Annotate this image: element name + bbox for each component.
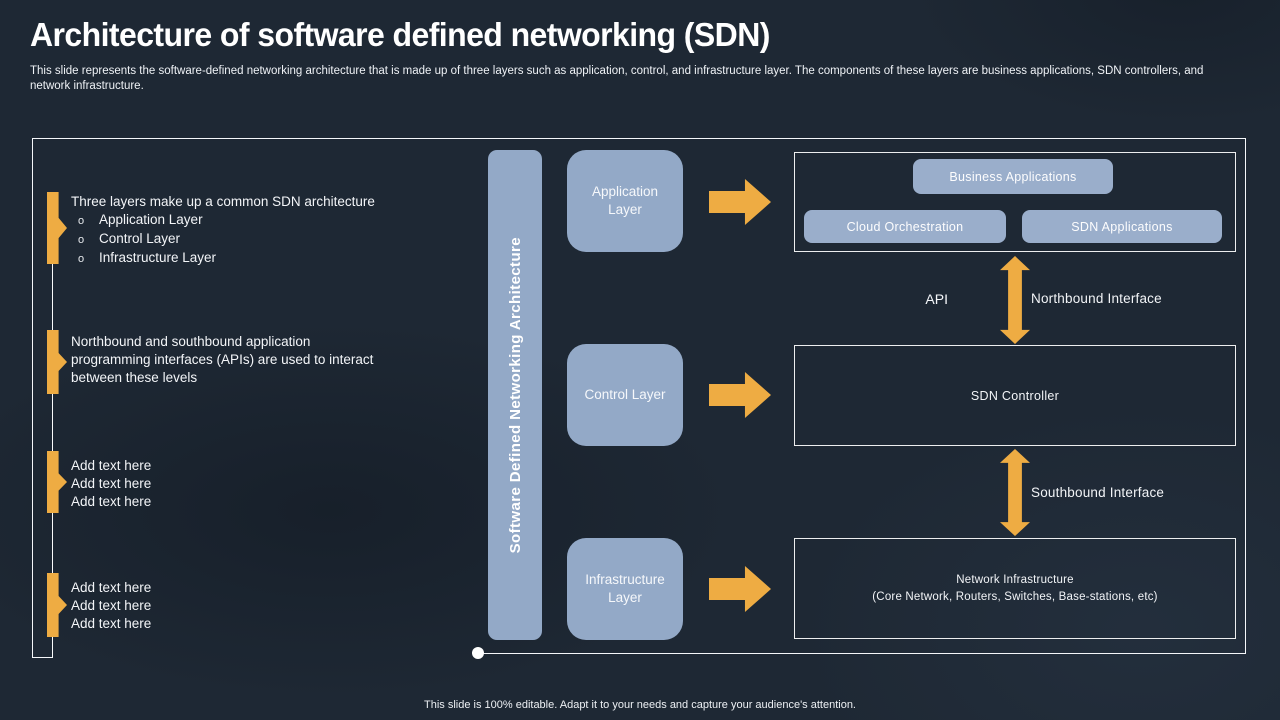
network-infrastructure-detail: (Core Network, Routers, Switches, Base-s…	[872, 590, 1158, 603]
vertical-bar-label: Software Defined Networking Architecture	[506, 236, 524, 554]
chip-label: Business Applications	[949, 169, 1077, 184]
sub-bullet-label: Infrastructure Layer	[99, 250, 217, 265]
bullet-spine-line	[52, 194, 53, 658]
bullet-item-1: Three layers make up a common SDN archit…	[71, 193, 441, 268]
sub-bullet-label: Control Layer	[99, 231, 181, 246]
frame-top-line	[32, 138, 1245, 139]
bullet-text: programming interfaces (APIs) are used t…	[71, 352, 374, 367]
bullet-item-3: Add text here Add text here Add text her…	[71, 457, 441, 511]
frame-left-line	[32, 138, 33, 658]
connector-dot-icon	[472, 647, 484, 659]
sub-bullet-control-layer: o Control Layer	[71, 230, 441, 249]
northbound-interface-label: Northbound Interface	[1031, 291, 1162, 306]
page-title: Architecture of software defined network…	[30, 16, 770, 53]
network-infrastructure-box: Network Infrastructure (Core Network, Ro…	[794, 538, 1236, 639]
slide-description: This slide represents the software-defin…	[30, 65, 1204, 92]
bullet-text: Add text here	[71, 580, 152, 595]
application-group-box	[794, 152, 1236, 252]
bullet-text: Three layers make up a common SDN archit…	[71, 194, 375, 209]
layer-label: Application Layer	[591, 184, 659, 217]
sdn-applications-chip: SDN Applications	[1022, 210, 1222, 243]
bullet-text: between these levels	[71, 370, 198, 385]
sub-bullet-icon: o	[78, 253, 85, 265]
frame-corner-connector	[32, 657, 53, 658]
infrastructure-layer-box: Infrastructure Layer	[567, 538, 683, 640]
sub-bullet-icon: o	[78, 215, 85, 227]
layer-label: Infrastructure Layer	[585, 572, 665, 605]
bullet-marker-icon	[47, 192, 67, 264]
application-layer-box: Application Layer	[567, 150, 683, 252]
sub-bullet-icon: o	[78, 234, 85, 246]
network-infrastructure-label: Network Infrastructure	[956, 573, 1074, 586]
control-layer-box: Control Layer	[567, 344, 683, 446]
southbound-interface-label: Southbound Interface	[1031, 485, 1165, 500]
layer-label: Control Layer	[584, 387, 666, 402]
sdn-architecture-vertical-bar: Software Defined Networking Architecture	[488, 150, 542, 640]
sdn-controller-label: SDN Controller	[970, 388, 1060, 403]
bullet-text: Add text here	[71, 616, 152, 631]
api-label: API	[925, 291, 948, 307]
sdn-controller-box: SDN Controller	[794, 345, 1236, 446]
frame-right-line	[1245, 138, 1246, 654]
sub-bullet-label: Application Layer	[99, 212, 203, 227]
double-arrow-icon	[1000, 256, 1030, 344]
bullet-text: Add text here	[71, 458, 152, 473]
bullet-text: Add text here	[71, 476, 152, 491]
sub-bullet-application-layer: o Application Layer	[71, 211, 441, 230]
footer-note: This slide is 100% editable. Adapt it to…	[424, 699, 856, 711]
frame-bottom-line	[478, 653, 1246, 654]
bullet-text: Add text here	[71, 494, 152, 509]
bullet-item-2: Northbound and southbound application pr…	[71, 333, 441, 387]
sub-bullet-infrastructure-layer: o Infrastructure Layer	[71, 249, 441, 268]
bullet-text: Add text here	[71, 598, 152, 613]
chip-label: SDN Applications	[1071, 219, 1173, 234]
chip-label: Cloud Orchestration	[846, 219, 964, 234]
cloud-orchestration-chip: Cloud Orchestration	[804, 210, 1006, 243]
bullet-text: Northbound and southbound application	[71, 334, 311, 349]
right-arrow-icon	[709, 179, 771, 225]
bullet-item-4: Add text here Add text here Add text her…	[71, 579, 441, 633]
business-applications-chip: Business Applications	[913, 159, 1113, 194]
